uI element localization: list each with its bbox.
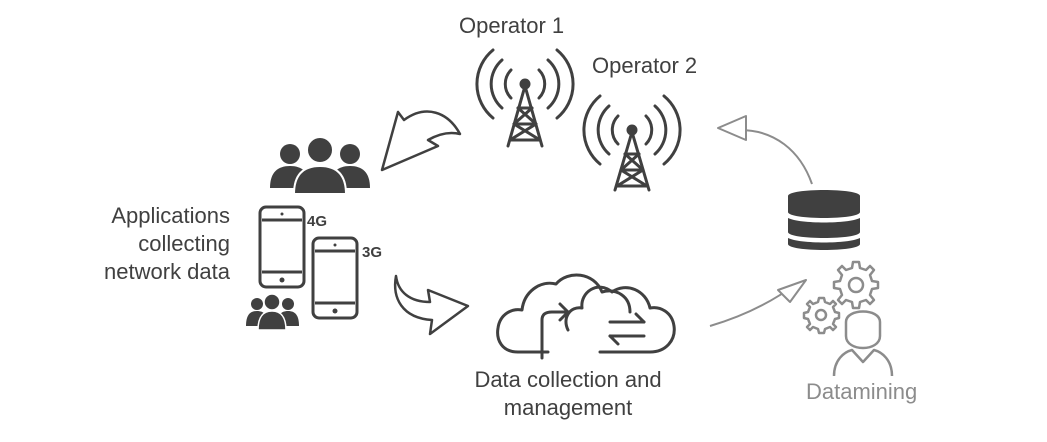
users-group-icon: [270, 136, 370, 195]
phone-4g-icon: [258, 205, 306, 289]
applications-label-line-1: Applications: [111, 203, 230, 228]
analyst-person-icon: [832, 310, 894, 377]
operator-2-tower-icon: [582, 94, 682, 192]
database-icon: [788, 190, 860, 250]
arrow-cloud-to-datamining-icon: [709, 279, 807, 327]
applications-label: Applications collecting network data: [80, 202, 230, 286]
applications-label-line-3: network data: [104, 259, 230, 284]
operator-2-label: Operator 2: [592, 53, 698, 78]
phone-3g-icon: [311, 236, 359, 320]
cloud-sync-icon: [496, 273, 676, 360]
operator-1-tower-icon: [475, 48, 575, 148]
gears-icon: [802, 260, 880, 335]
data-collection-label: Data collection and management: [450, 366, 686, 422]
arrow-operators-to-users-icon: [380, 110, 462, 172]
data-collection-label-line-1: Data collection and: [474, 367, 662, 392]
operator-1-label: Operator 1: [459, 13, 565, 38]
data-collection-label-line-2: management: [503, 395, 633, 420]
small-users-group-icon: [246, 293, 299, 331]
applications-label-line-2: collecting: [138, 231, 230, 256]
arrow-phones-to-cloud-icon: [393, 274, 470, 336]
network-4g-label: 4G: [307, 213, 327, 230]
datamining-label: Datamining: [806, 379, 918, 404]
arrow-database-to-operators-icon: [717, 115, 813, 185]
network-3g-label: 3G: [362, 244, 382, 261]
